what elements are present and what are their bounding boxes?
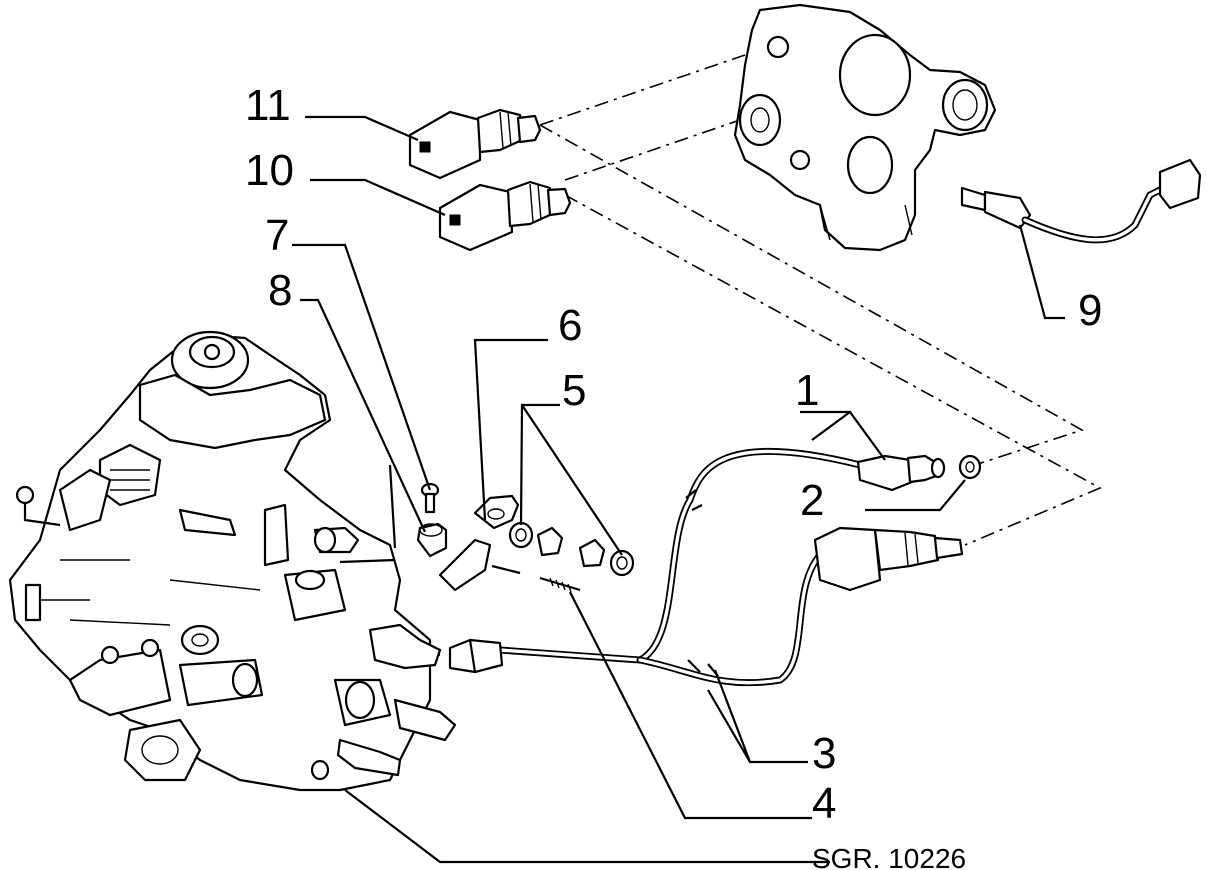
callout-10: 10 (245, 146, 294, 195)
seals-5 (508, 521, 635, 577)
thermostat-housing (733, 3, 997, 252)
callout-1: 1 (795, 366, 819, 415)
sensor-3 (813, 526, 964, 592)
callout-9: 9 (1078, 286, 1102, 335)
drawing-reference: SGR. 10226 (812, 843, 966, 870)
wiring-harness-3 (448, 447, 864, 687)
washer-2 (958, 454, 982, 480)
callout-6: 6 (558, 301, 582, 350)
clip-6 (438, 494, 520, 592)
spacer-8 (416, 522, 448, 558)
sensor-10 (438, 180, 572, 252)
sensor-1 (856, 454, 946, 492)
screw-7 (420, 482, 440, 514)
pin-4 (491, 564, 581, 593)
callout-7: 7 (265, 211, 289, 260)
callout-5: 5 (562, 366, 586, 415)
callout-3: 3 (812, 729, 836, 778)
sensor-11 (408, 108, 542, 180)
callout-2: 2 (800, 476, 824, 525)
injection-pump (8, 330, 457, 792)
callout-11: 11 (245, 81, 291, 130)
callout-8: 8 (268, 266, 292, 315)
sensor-9 (960, 158, 1202, 244)
callout-4: 4 (812, 779, 836, 828)
leader-lines (292, 115, 1065, 864)
